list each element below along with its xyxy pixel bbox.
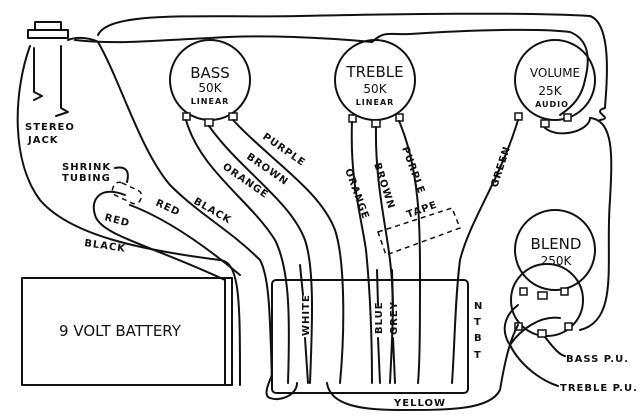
terminal-b: B [474, 333, 483, 344]
treble-pickup-lead [509, 344, 559, 387]
battery: 9 VOLT BATTERY [21, 277, 233, 386]
stereo-jack-label-1: STEREO [25, 122, 75, 133]
treble-purple-label: PURPLE [399, 145, 426, 195]
treble-pot-value: 50K [363, 82, 387, 96]
treble-brown-label: BROWN [371, 162, 396, 211]
volume-pot-name: VOLUME [530, 66, 580, 80]
blend-pot-name: BLEND [531, 235, 582, 253]
green-label: GREEN [489, 145, 513, 189]
red-lower-label: RED [103, 212, 131, 229]
stereo-jack-label-2: JACK [27, 135, 59, 146]
treble-pot-taper: LINEAR [356, 98, 395, 107]
red-upper-label: RED [154, 198, 182, 219]
volume-pot-value: 25K [538, 84, 562, 98]
shrink-tubing [111, 181, 143, 205]
treble-pot-name: TREBLE [345, 63, 403, 81]
bass-pot-name: BASS [190, 64, 230, 82]
tape-outline [377, 207, 461, 256]
bass-pot: BASS 50K LINEAR [169, 39, 251, 127]
yellow-label: YELLOW [393, 398, 446, 409]
volume-pot-taper: AUDIO [535, 100, 569, 109]
shrink-tubing-arrow [114, 166, 129, 183]
wires [92, 119, 519, 411]
terminal-t2: T [474, 350, 482, 361]
blend-jumper [503, 304, 561, 346]
top-wire-inner [74, 28, 589, 116]
shrink-tubing-label-2: TUBING [62, 173, 111, 184]
stereo-jack [16, 21, 241, 386]
treble-pickup-label: TREBLE P.U. [560, 383, 638, 394]
bass-pot-value: 50K [198, 81, 222, 95]
bass-pot-taper: LINEAR [191, 97, 230, 106]
blue-label: BLUE [374, 301, 385, 334]
volume-pot: VOLUME 25K AUDIO [514, 39, 596, 135]
terminal-t1: T [474, 317, 482, 328]
treble-pot: TREBLE 50K LINEAR [334, 39, 416, 128]
top-wire-outer [97, 12, 608, 121]
white-label: WHITE [301, 294, 312, 336]
black-lower-label: BLACK [84, 238, 127, 255]
shrink-tubing-label-1: SHRINK [62, 162, 111, 173]
terminal-board [271, 279, 469, 394]
jack-wire [67, 36, 273, 386]
bass-pickup-lead [544, 336, 566, 357]
terminal-n: N [474, 301, 483, 312]
blend-pot: BLEND 250K [510, 209, 596, 338]
blend-pot-value: 250K [541, 254, 573, 268]
grey-label: GREY [389, 301, 400, 335]
battery-label: 9 VOLT BATTERY [59, 322, 182, 340]
bass-pickup-label: BASS P.U. [566, 354, 629, 365]
blend-right-wire [579, 117, 613, 331]
black-upper-label: BLACK [192, 196, 234, 227]
treble-orange-label: ORANGE [342, 167, 371, 221]
